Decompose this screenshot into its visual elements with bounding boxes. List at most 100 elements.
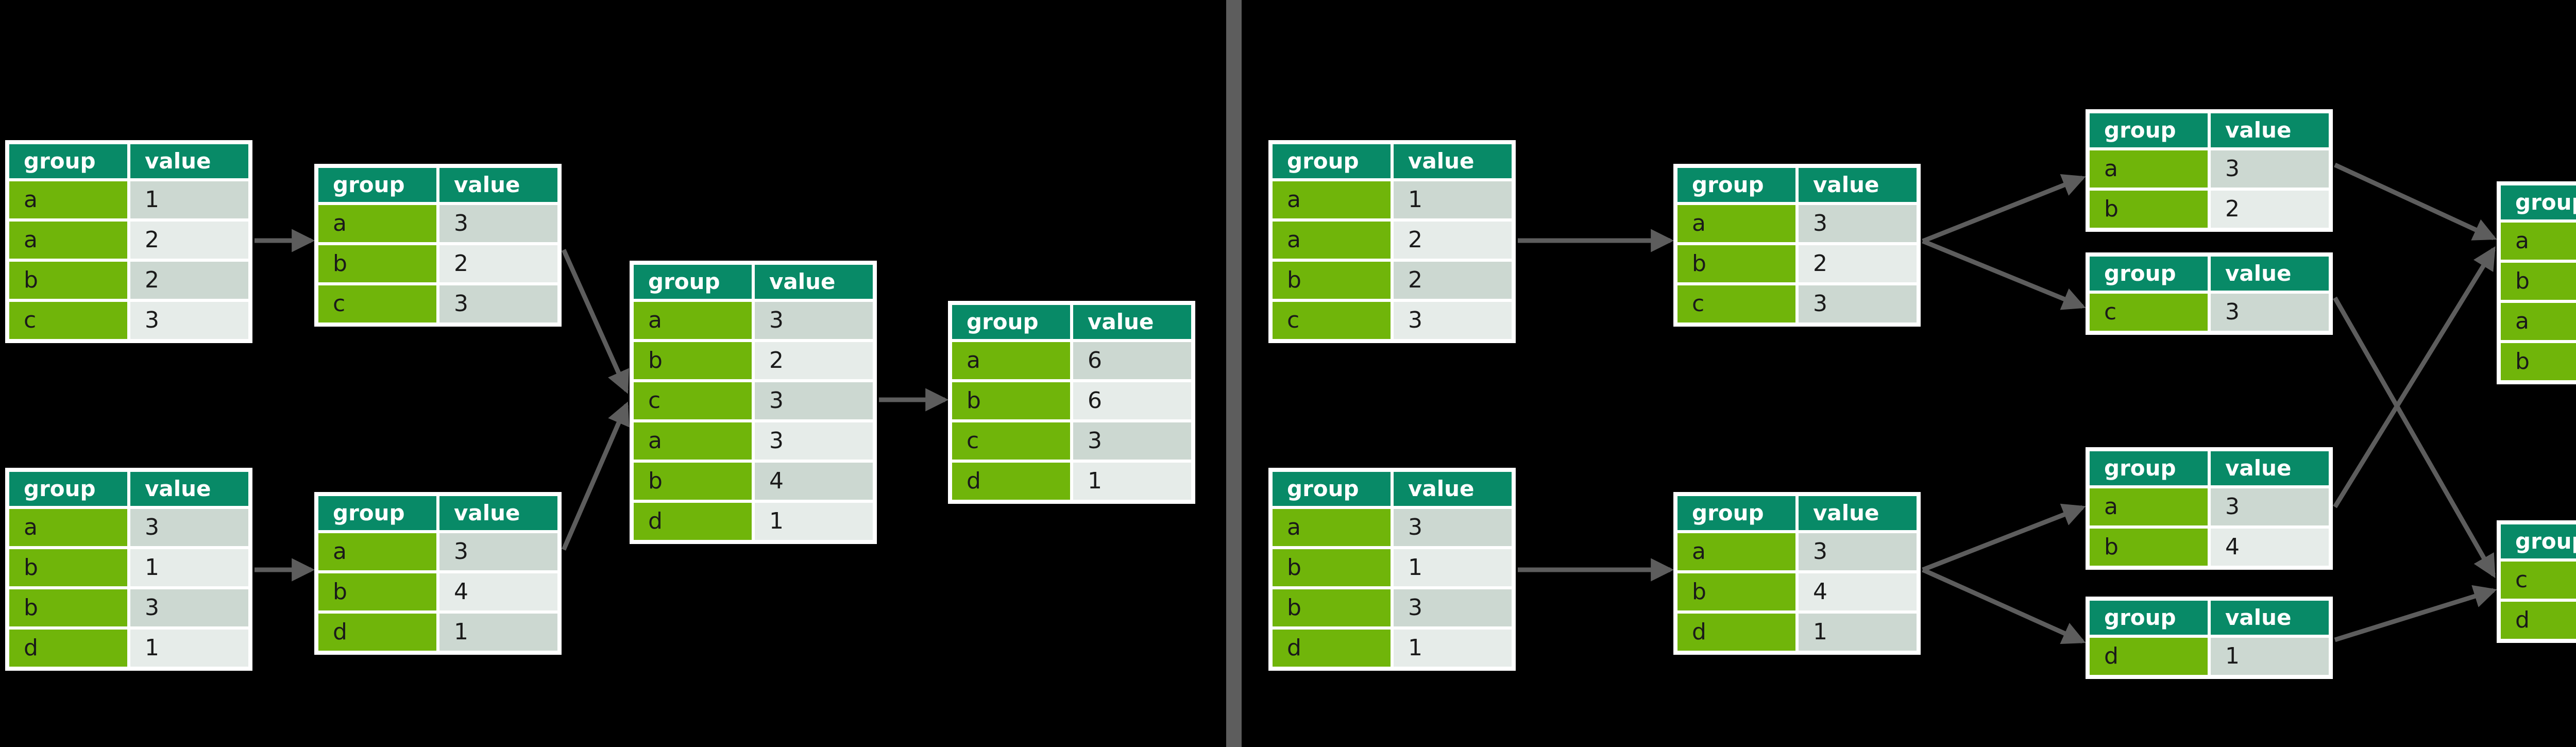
column-header-group: group [2090, 113, 2208, 147]
flow-arrow [1922, 567, 2086, 644]
value-cell: 2 [439, 245, 557, 282]
group-cell: b [1273, 549, 1391, 586]
value-cell: 3 [755, 382, 873, 419]
value-cell: 3 [1799, 205, 1917, 242]
value-cell: 3 [755, 422, 873, 460]
column-header-value: value [1394, 472, 1512, 506]
column-header-value: value [130, 144, 248, 178]
group-cell: a [1273, 222, 1391, 259]
group-cell: a [1273, 181, 1391, 218]
column-header-value: value [1394, 144, 1512, 178]
column-header-value: value [1073, 305, 1191, 339]
group-cell: c [2501, 562, 2576, 599]
group-cell: c [952, 422, 1070, 460]
group-cell: b [318, 245, 436, 282]
group-cell: b [2501, 263, 2576, 300]
group-cell: b [9, 589, 127, 626]
group-cell: c [1273, 302, 1391, 339]
value-cell: 1 [1394, 549, 1512, 586]
group-cell: b [9, 262, 127, 299]
value-cell: 3 [1799, 285, 1917, 322]
column-header-group: group [1677, 496, 1795, 530]
value-cell: 3 [2211, 294, 2329, 331]
column-header-value: value [130, 472, 248, 506]
value-cell: 3 [1799, 533, 1917, 570]
value-cell: 4 [2211, 529, 2329, 566]
column-header-group: group [2090, 257, 2208, 291]
column-header-group: group [2501, 185, 2576, 219]
value-cell: 3 [130, 589, 248, 626]
value-cell: 6 [1073, 382, 1191, 419]
group-cell: a [1273, 509, 1391, 546]
value-cell: 3 [130, 302, 248, 339]
value-cell: 1 [2211, 638, 2329, 675]
value-cell: 3 [130, 509, 248, 546]
group-cell: d [2501, 602, 2576, 639]
group-cell: b [1677, 573, 1795, 610]
value-cell: 3 [2211, 488, 2329, 525]
group-cell: b [1273, 262, 1391, 299]
value-cell: 6 [1073, 342, 1191, 379]
value-cell: 1 [755, 503, 873, 540]
value-cell: 3 [1394, 302, 1512, 339]
panel-divider [1226, 0, 1242, 747]
value-cell: 3 [755, 302, 873, 339]
group-cell: d [9, 630, 127, 667]
column-header-group: group [2090, 601, 2208, 635]
value-cell: 4 [439, 573, 557, 610]
group-cell: a [634, 302, 752, 339]
group-cell: b [318, 573, 436, 610]
flow-arrow [1922, 503, 2086, 572]
value-cell: 3 [439, 533, 557, 570]
group-cell: c [2090, 294, 2208, 331]
column-header-group: group [318, 168, 436, 202]
table-row: c3 [2501, 562, 2576, 599]
column-header-group: group [2090, 451, 2208, 485]
flow-arrow [2333, 296, 2496, 579]
group-cell: b [2090, 191, 2208, 228]
column-header-group: group [634, 265, 752, 299]
group-cell: a [634, 422, 752, 460]
